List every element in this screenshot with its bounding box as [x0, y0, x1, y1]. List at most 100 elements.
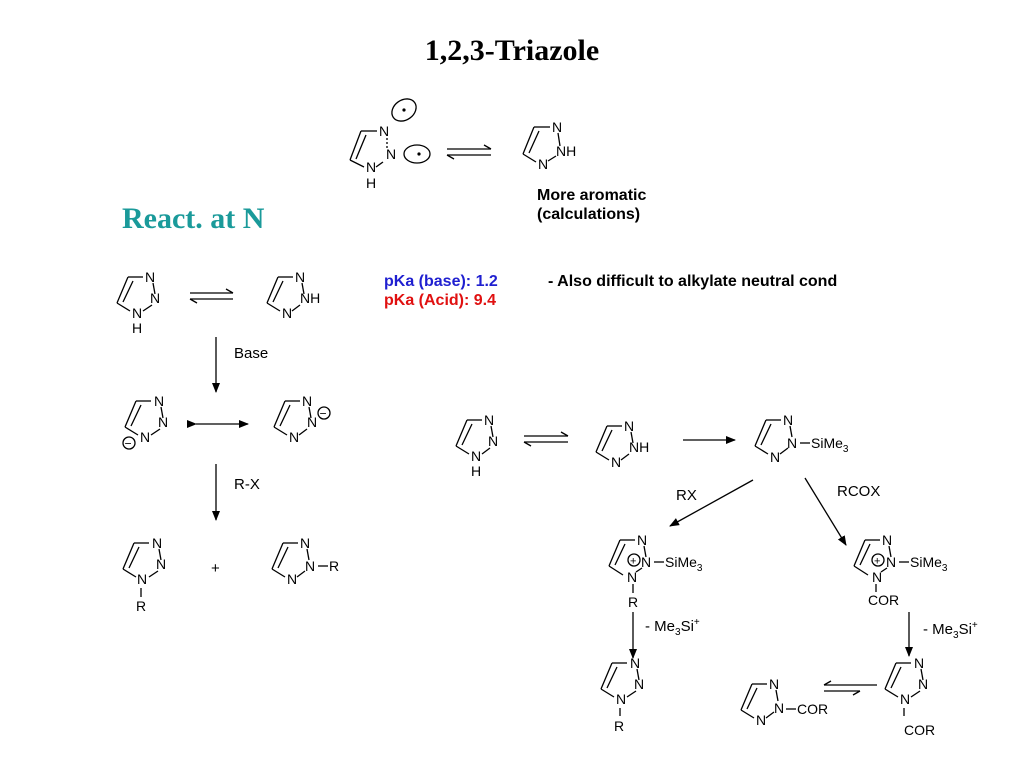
atom-label: N — [774, 700, 784, 716]
triazole-1h-left — [116, 276, 156, 312]
lone-pair-dot — [402, 108, 406, 112]
desilylation-label-right: - Me3Si+ — [923, 620, 978, 641]
positive-charge: + — [630, 556, 636, 568]
atom-label: N — [538, 156, 548, 172]
triazolium-silyl-alkyl — [608, 539, 664, 593]
slide-title: 1,2,3-Triazole — [424, 34, 600, 67]
acyl-group-label: COR — [797, 701, 828, 717]
atom-label: N — [305, 558, 315, 574]
section-heading: React. at N — [122, 202, 265, 235]
atom-label: N — [634, 676, 644, 692]
rcox-arrow — [804, 477, 847, 546]
atom-label: N — [900, 691, 910, 707]
acyl-group-label: COR — [904, 722, 935, 738]
atom-label: H — [366, 175, 376, 191]
atom-label: N — [611, 454, 621, 470]
atom-label: N — [295, 269, 305, 285]
atom-label: N — [366, 159, 376, 175]
atom-label: N — [872, 569, 882, 585]
atom-label: R — [614, 718, 624, 734]
atom-label: N — [484, 412, 494, 428]
atom-label: N — [154, 393, 164, 409]
atom-label: N — [630, 655, 640, 671]
atom-label: N — [756, 712, 766, 728]
pka-block: pKa (base): 1.2 pKa (Acid): 9.4 — [384, 272, 498, 310]
triazolium-silyl-acyl — [853, 539, 909, 592]
triazole-2h-right — [595, 425, 634, 461]
negative-charge: − — [125, 437, 132, 451]
atom-label: N — [641, 554, 651, 570]
triazole-n2-acyl — [740, 683, 796, 719]
triazolide-anion-n1 — [122, 400, 164, 450]
silyl-group-label: SiMe3 — [811, 435, 849, 455]
equilibrium-arrow-acyl — [823, 680, 877, 696]
atom-label: N — [287, 571, 297, 587]
pka-base-label: pKa (base): 1.2 — [384, 273, 498, 290]
reagent-rcox-label: RCOX — [837, 483, 880, 500]
triazole-n1-alkyl-product — [600, 662, 640, 716]
atom-label: N — [152, 535, 162, 551]
reagent-rx-label-right: RX — [676, 487, 697, 504]
acyl-group-label: COR — [868, 592, 899, 608]
atom-label: N — [488, 433, 498, 449]
equilibrium-arrow-right — [523, 431, 569, 447]
triazole-1h-right — [455, 419, 494, 455]
triazole-n2-alkyl — [271, 542, 328, 578]
atom-label: N — [552, 119, 562, 135]
triazole-2h-top — [522, 126, 561, 163]
rx-arrow-right — [669, 479, 754, 527]
equilibrium-arrow-left — [189, 288, 234, 304]
lone-pair-orbital-n1 — [391, 98, 417, 122]
lone-pair-orbital-n2 — [403, 144, 431, 164]
atom-label: N — [145, 269, 155, 285]
triazole-n1-alkyl — [122, 542, 162, 597]
atom-label: N — [282, 305, 292, 321]
n2-silyl-triazole — [754, 419, 810, 455]
triazole-1h-lone-pairs — [349, 98, 431, 168]
alkylation-note: - Also difficult to alkylate neutral con… — [548, 273, 838, 290]
atom-label: NH — [556, 143, 576, 159]
atom-label: N — [289, 429, 299, 445]
atom-label: R — [628, 594, 638, 610]
atom-label: N — [770, 449, 780, 465]
tautomer-note-line2: (calculations) — [537, 206, 641, 223]
atom-label: N — [886, 554, 896, 570]
atom-label: N — [637, 532, 647, 548]
reagent-base-label: Base — [234, 345, 268, 362]
negative-charge: − — [320, 407, 327, 421]
tautomer-note-line1: More aromatic — [537, 187, 647, 204]
atom-label: NH — [300, 290, 320, 306]
atom-label: N — [627, 569, 637, 585]
atom-label: H — [471, 463, 481, 479]
atom-label: N — [787, 435, 797, 451]
triazole-n1-acyl — [884, 662, 924, 716]
lone-pair-dot — [417, 152, 421, 156]
atom-label: N — [386, 146, 396, 162]
tautomer-note: More aromatic (calculations) — [537, 186, 646, 224]
atom-label: N — [783, 412, 793, 428]
atom-label: N — [132, 305, 142, 321]
atom-label: N — [140, 429, 150, 445]
atom-label: N — [300, 535, 310, 551]
atom-label: N — [918, 676, 928, 692]
atom-label: N — [914, 655, 924, 671]
triazolide-anion-n2 — [273, 400, 331, 436]
atom-label: N — [379, 123, 389, 139]
atom-label: NH — [629, 439, 649, 455]
desilylation-label-left: - Me3Si+ — [645, 617, 700, 638]
reagent-rx-label: R-X — [234, 476, 260, 493]
positive-charge: + — [874, 556, 880, 568]
atom-label: R — [329, 558, 339, 574]
atom-label: H — [132, 320, 142, 336]
atom-label: N — [137, 571, 147, 587]
atom-label: N — [624, 418, 634, 434]
atom-label: N — [769, 676, 779, 692]
plus-sign: + — [211, 560, 220, 577]
atom-label: N — [307, 414, 317, 430]
atom-label: N — [471, 448, 481, 464]
atom-label: R — [136, 598, 146, 614]
silyl-group-label: SiMe3 — [910, 554, 948, 574]
silyl-group-label: SiMe3 — [665, 554, 703, 574]
